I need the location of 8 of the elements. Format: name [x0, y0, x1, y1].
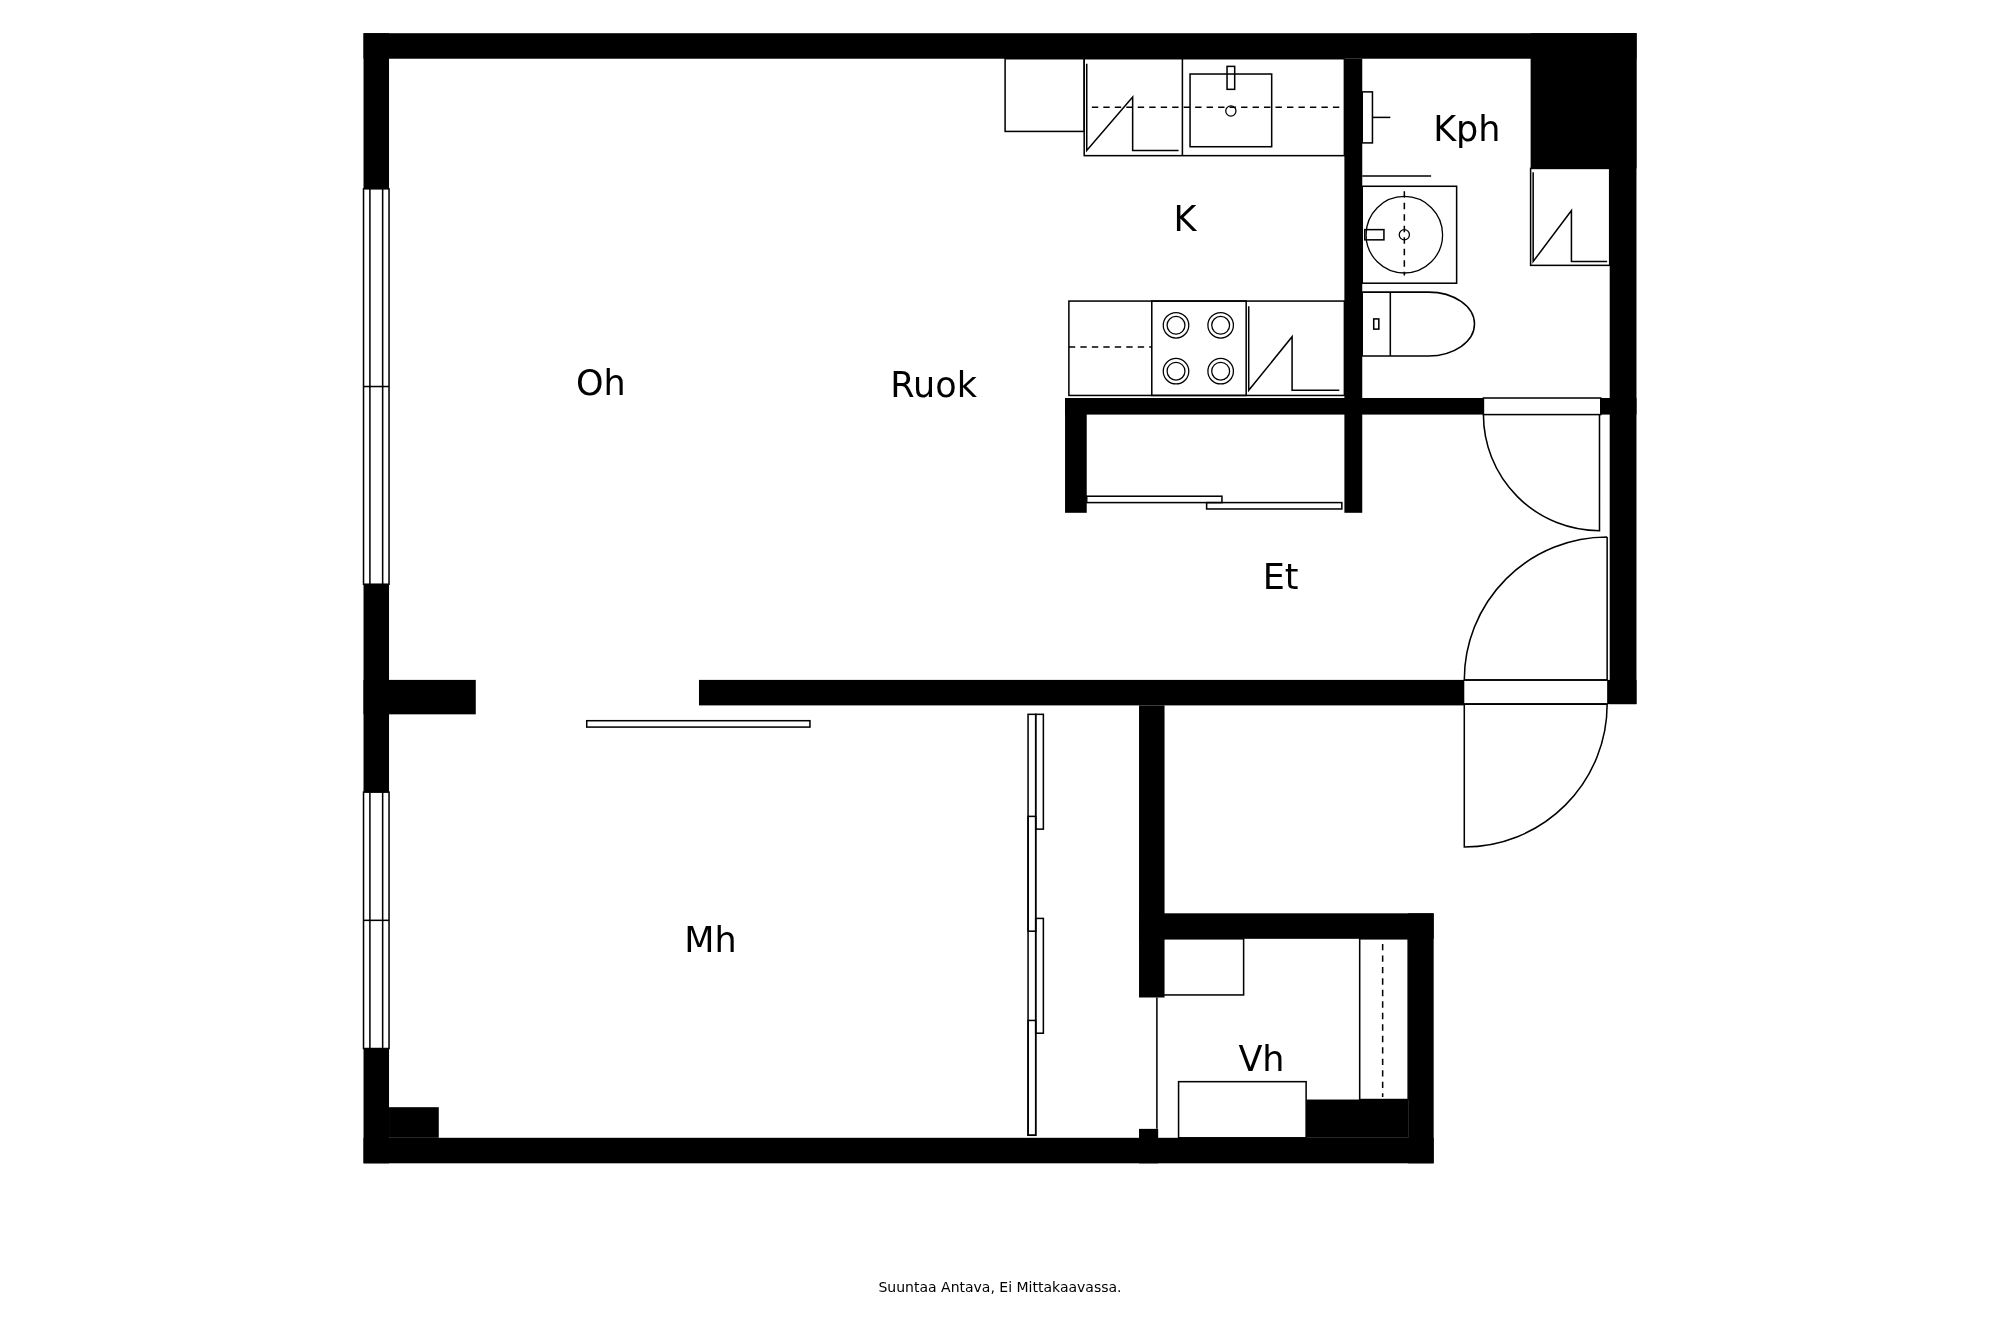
room-label: Ruok	[890, 365, 977, 406]
caption: Suuntaa Antava, Ei Mittakaavassa.	[878, 1279, 1122, 1295]
room-label: Vh	[1238, 1038, 1285, 1079]
room-label: Mh	[684, 920, 737, 961]
room-label: Kph	[1433, 108, 1501, 149]
room-label: Oh	[575, 362, 626, 403]
room-label: K	[1173, 199, 1197, 240]
room-label: Et	[1262, 556, 1299, 597]
